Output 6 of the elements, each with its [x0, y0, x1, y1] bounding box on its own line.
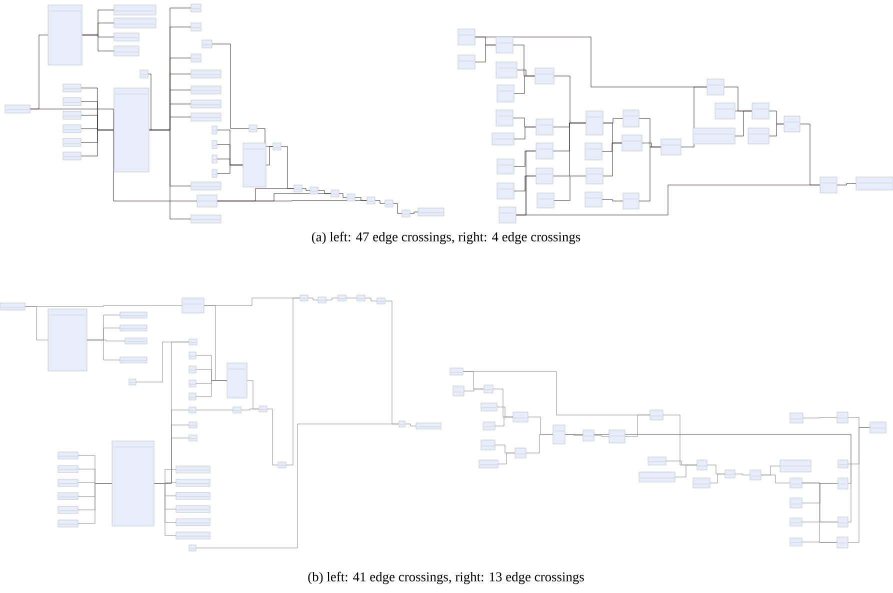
caption: (a) left: 47 edge crossings, right: 4 edge crossings — [312, 232, 580, 244]
block-diagram-drawing — [458, 28, 893, 224]
caption: (b) left: 41 edge crossings, right: 13 edge crossings — [308, 572, 584, 584]
block-diagram-drawing — [0, 294, 442, 552]
block-diagram-drawing — [450, 368, 886, 548]
block-diagram-drawing — [4, 4, 444, 224]
